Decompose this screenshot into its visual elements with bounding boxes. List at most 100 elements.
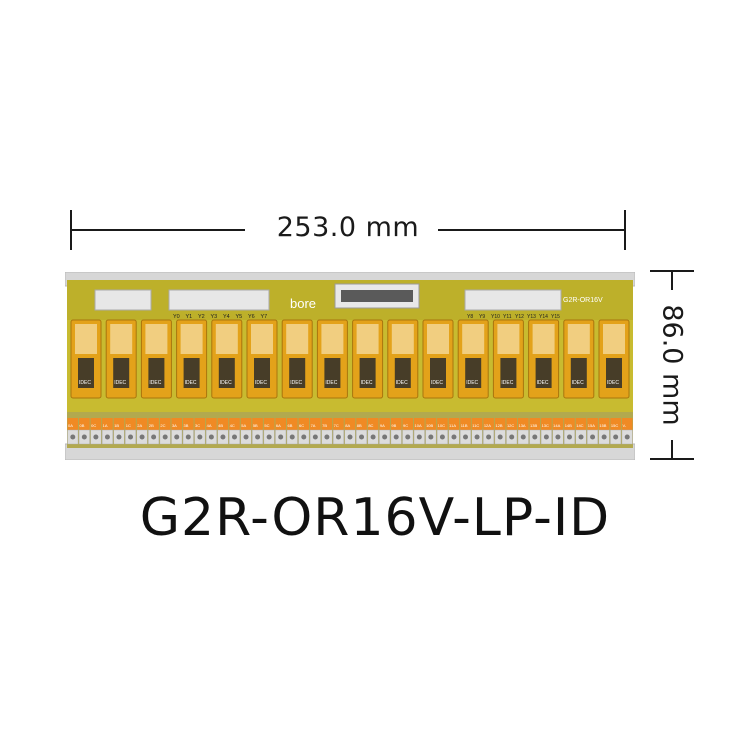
terminal-label-7C: 7C — [334, 423, 339, 428]
terminal-label-11B: 11B — [461, 423, 468, 428]
terminal-tab-2C — [159, 418, 171, 430]
terminal-tab-10C — [437, 418, 448, 430]
terminal-tab-6B — [286, 418, 298, 430]
terminal-label-14C: 14C — [576, 423, 583, 428]
terminal-label-1C: 1C — [126, 423, 131, 428]
terminal-tab-2B — [148, 418, 159, 430]
brand-logo: bore — [290, 296, 316, 311]
terminal-tab-13A — [517, 418, 529, 430]
terminal-label-0B: 0B — [80, 423, 85, 428]
output-label-Y15: Y15 — [551, 314, 560, 320]
terminal-tab-4C — [229, 418, 240, 430]
output-label-Y14: Y14 — [539, 314, 548, 320]
terminal-label-10A: 10A — [415, 423, 422, 428]
terminal-tab-8C — [367, 418, 379, 430]
output-label-Y9: Y9 — [479, 314, 485, 320]
terminal-label-13C: 13C — [542, 423, 549, 428]
terminal-tab-V- — [621, 418, 633, 430]
terminal-tab-3C — [194, 418, 206, 430]
width-dimension: 253.0 mm — [70, 210, 626, 250]
terminal-tab-1C — [125, 418, 136, 430]
terminal-label-0C: 0C — [91, 423, 96, 428]
output-label-Y6: Y6 — [248, 314, 255, 320]
relay-brand: IDEC — [290, 380, 302, 386]
terminal-tab-5B — [252, 418, 263, 430]
terminal-label-5B: 5B — [253, 423, 258, 428]
output-label-Y7: Y7 — [261, 314, 268, 320]
terminal-label-3C: 3C — [195, 423, 200, 428]
product-model: G2R-OR16V-LP-ID — [139, 488, 611, 548]
terminal-label-9B: 9B — [391, 423, 396, 428]
terminal-label-12C: 12C — [507, 423, 514, 428]
terminal-tab-11C — [471, 418, 483, 430]
relay-brand: IDEC — [537, 380, 549, 386]
terminal-tab-11A — [448, 418, 460, 430]
relay-13: IDEC — [528, 319, 560, 399]
output-label-Y11: Y11 — [503, 314, 512, 320]
terminal-label-9C: 9C — [403, 423, 408, 428]
relay-8: IDEC — [352, 319, 384, 399]
terminal-label-3B: 3B — [184, 423, 189, 428]
terminal-tab-15A — [587, 418, 598, 430]
terminal-tab-3B — [183, 418, 194, 430]
relay-4: IDEC — [211, 319, 243, 399]
output-label-Y4: Y4 — [223, 314, 230, 320]
relay-15: IDEC — [598, 319, 630, 399]
terminal-tab-1A — [102, 418, 113, 430]
relay-6: IDEC — [281, 319, 313, 399]
output-label-Y12: Y12 — [515, 314, 524, 320]
terminal-tab-14B — [564, 418, 575, 430]
terminal-tab-11B — [460, 418, 471, 430]
terminal-label-11A: 11A — [449, 423, 456, 428]
board-label: G2R-OR16V — [563, 297, 603, 304]
terminal-label-6A: 6A — [276, 423, 281, 428]
terminal-tab-2A — [136, 418, 148, 430]
relay-brand: IDEC — [396, 380, 408, 386]
terminal-label-5C: 5C — [264, 423, 269, 428]
terminal-label-8A: 8A — [345, 423, 350, 428]
terminal-label-2A: 2A — [137, 423, 142, 428]
terminal-tab-9A — [379, 418, 390, 430]
output-label-Y0: Y0 — [173, 314, 180, 320]
terminal-label-10B: 10B — [426, 423, 433, 428]
relay-9: IDEC — [387, 319, 419, 399]
terminal-label-13B: 13B — [530, 423, 537, 428]
terminal-label-0A: 0A — [68, 423, 73, 428]
terminal-tab-5C — [263, 418, 275, 430]
relay-brand: IDEC — [501, 380, 513, 386]
relay-5: IDEC — [246, 319, 278, 399]
terminal-label-4C: 4C — [230, 423, 235, 428]
relay-brand: IDEC — [361, 380, 373, 386]
output-label-Y1: Y1 — [186, 314, 193, 320]
output-label-Y8: Y8 — [467, 314, 473, 320]
terminal-label-4B: 4B — [218, 423, 223, 428]
terminal-label-14B: 14B — [565, 423, 572, 428]
relay-brand: IDEC — [149, 380, 161, 386]
terminal-tab-4B — [217, 418, 229, 430]
relay-brand: IDEC — [325, 380, 337, 386]
terminal-label-1B: 1B — [114, 423, 119, 428]
relay-brand: IDEC — [431, 380, 443, 386]
terminal-tab-12B — [494, 418, 506, 430]
terminal-label-8B: 8B — [357, 423, 362, 428]
relay-brand: IDEC — [114, 380, 126, 386]
terminal-label-5A: 5A — [241, 423, 246, 428]
terminal-tab-14C — [575, 418, 587, 430]
terminal-label-1A: 1A — [103, 423, 108, 428]
relay-3: IDEC — [176, 319, 208, 399]
output-label-Y10: Y10 — [491, 314, 500, 320]
output-label-Y5: Y5 — [236, 314, 243, 320]
output-label-Y2: Y2 — [198, 314, 205, 320]
relay-brand: IDEC — [79, 380, 91, 386]
terminal-label-2B: 2B — [149, 423, 154, 428]
relay-brand: IDEC — [185, 380, 197, 386]
terminal-tab-10B — [425, 418, 437, 430]
terminal-label-8C: 8C — [368, 423, 373, 428]
terminal-label-10C: 10C — [438, 423, 445, 428]
terminal-tab-15C — [610, 418, 621, 430]
terminal-label-15C: 15C — [611, 423, 618, 428]
terminal-tab-0A — [67, 418, 79, 430]
terminal-label-3A: 3A — [172, 423, 177, 428]
terminal-tab-8A — [344, 418, 356, 430]
